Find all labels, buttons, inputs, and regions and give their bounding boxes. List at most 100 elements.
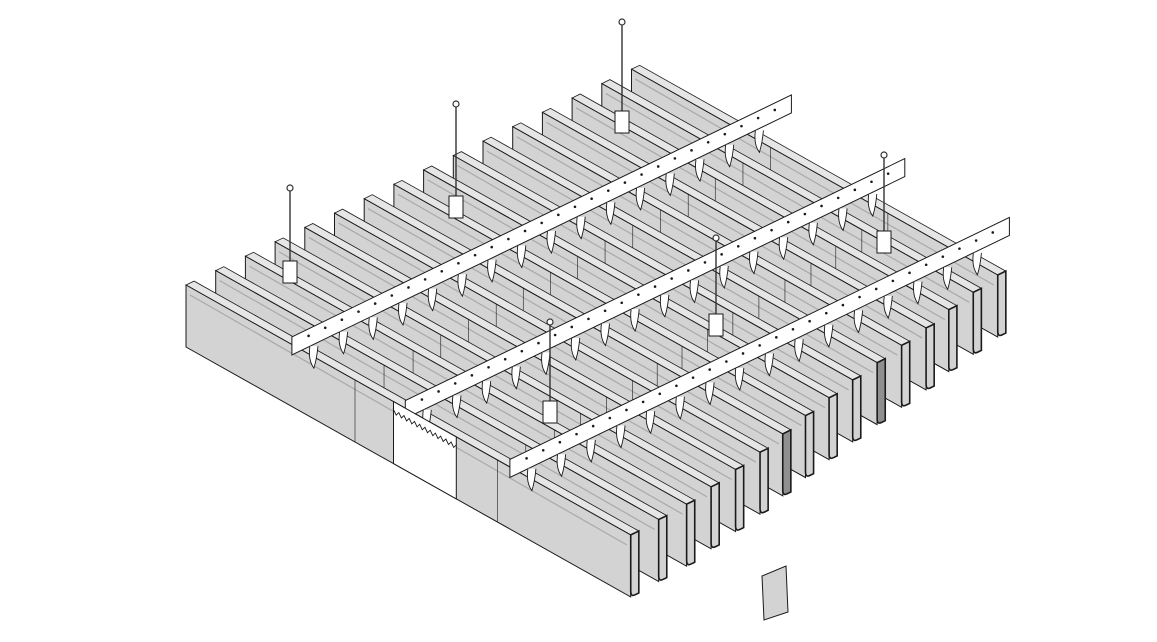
hanger-rod: [708, 234, 724, 337]
rail-hole: [687, 269, 690, 272]
rail-clip: [308, 346, 319, 370]
rail-clip: [794, 339, 804, 363]
hanger-rod: [448, 100, 464, 219]
rail-hole: [641, 400, 645, 404]
baffle-end-profile: [900, 340, 911, 407]
rail-clip: [972, 252, 982, 276]
rail-clip: [452, 395, 462, 419]
rail-hole: [323, 326, 327, 330]
rail-clip: [808, 222, 818, 246]
rail-hole: [820, 204, 823, 208]
rail-hole: [453, 382, 457, 385]
rail-hole: [470, 374, 474, 377]
rail-clip: [689, 280, 700, 304]
rail-hole: [423, 278, 427, 281]
rail-clip: [586, 439, 596, 463]
rail-clip: [695, 159, 705, 183]
baffle-end-profile: [851, 374, 862, 442]
detail-layer: [392, 400, 789, 621]
rail-clip: [605, 202, 616, 226]
hanger-bracket: [282, 260, 298, 284]
rail-hole: [573, 205, 577, 209]
rail-hole: [553, 333, 557, 337]
baffle-lip-line: [457, 164, 849, 391]
rail-clip: [838, 208, 848, 232]
rail-hole: [637, 293, 640, 296]
rail-hole: [858, 295, 861, 299]
rod-eye: [712, 234, 720, 242]
rail-hole: [690, 149, 693, 152]
rail-hole: [841, 303, 845, 307]
baffle-end-profile: [759, 446, 769, 514]
rail-clip: [630, 309, 640, 333]
rail-clip: [724, 144, 735, 168]
rail-hole: [625, 408, 628, 412]
hanger-bracket: [448, 195, 464, 219]
hanger-rod: [876, 151, 892, 254]
rail-hole: [758, 344, 761, 347]
rail-hole: [587, 317, 590, 321]
rail-hole: [357, 310, 360, 313]
baffle-end-profile: [972, 287, 983, 354]
rail-hole: [520, 349, 524, 353]
rod-eye: [880, 151, 888, 159]
baffle-end-profile: [685, 498, 696, 566]
rail-hole: [870, 180, 873, 184]
rod-eye: [452, 100, 460, 108]
rail-hole: [908, 271, 911, 275]
rail-hole: [991, 231, 995, 234]
rail-hole: [706, 140, 710, 144]
baffle-end-profile: [629, 529, 640, 597]
baffle-end-profile: [710, 481, 720, 549]
rail-clip: [570, 337, 581, 361]
rail-hole: [591, 424, 595, 428]
rail-hole: [775, 336, 778, 339]
rail-hole: [558, 440, 562, 444]
rail-clip: [942, 267, 953, 291]
rail-clip: [705, 382, 715, 406]
rail-hole: [640, 173, 643, 176]
rail-clip: [867, 193, 878, 218]
hanger-layer: [282, 18, 892, 424]
hanger-rod: [542, 318, 558, 424]
baffle-lip-line: [635, 78, 995, 286]
rail-hole: [824, 311, 828, 315]
carrier-rail: [509, 216, 1010, 492]
rail-clip: [556, 454, 567, 478]
rail-clip: [546, 231, 556, 255]
rail-hole: [623, 181, 627, 184]
rail-hole: [653, 285, 657, 288]
rail-hole: [770, 228, 773, 232]
rail-hole: [736, 244, 740, 248]
rail-clip: [675, 396, 685, 420]
rail-hole: [570, 325, 574, 329]
rail-hole: [390, 294, 394, 297]
rail-hole: [487, 365, 490, 369]
rod-eye: [618, 18, 626, 26]
rail-hole: [473, 253, 477, 257]
rail-hole: [525, 457, 528, 460]
rail-clip: [338, 331, 349, 355]
rail-clip: [457, 274, 467, 298]
cutaway-perforation: [392, 408, 457, 449]
rail-hole: [741, 352, 745, 355]
rail-clip: [600, 323, 610, 347]
rail-clip: [645, 411, 656, 435]
baffle-lip-line: [249, 265, 683, 515]
baffle-end-profile: [948, 304, 958, 371]
rail-hole: [723, 132, 727, 136]
rail-clip: [823, 324, 834, 348]
rail-clip: [398, 302, 408, 326]
rail-clip: [749, 251, 759, 275]
rail-clip: [427, 288, 438, 312]
rail-hole: [753, 236, 757, 240]
rail-hole: [808, 319, 811, 323]
rail-hole: [924, 263, 928, 267]
rail-hole: [503, 357, 507, 361]
rail-hole: [958, 247, 961, 250]
rail-clip: [734, 367, 745, 391]
carrier-rail-body: [291, 94, 792, 356]
rail-hole: [791, 327, 795, 331]
rail-hole: [490, 245, 494, 249]
carrier-rail-body: [509, 216, 1010, 479]
